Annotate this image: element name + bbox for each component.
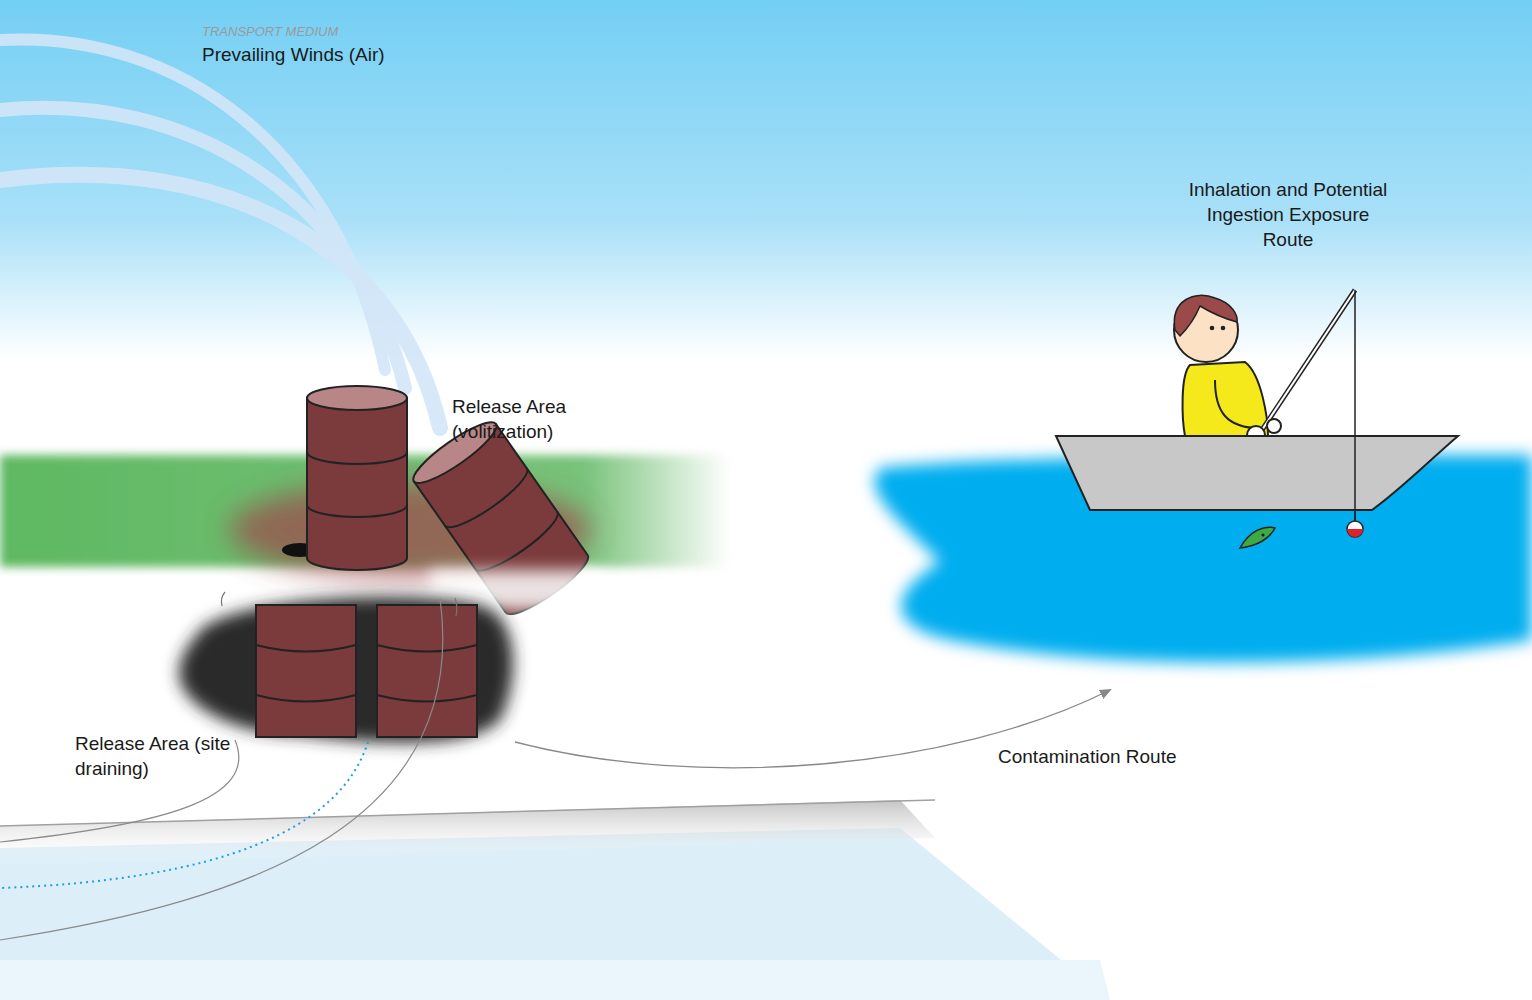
- fisher-body: [1183, 362, 1268, 436]
- wind-label: Prevailing Winds (Air): [202, 42, 502, 67]
- barrel-rib: [377, 645, 477, 652]
- barrel-body: [377, 605, 477, 737]
- barrel-top: [307, 386, 407, 410]
- barrel-rib: [475, 512, 564, 579]
- fishing-reel: [1267, 419, 1281, 433]
- bracket-mark: [455, 598, 457, 616]
- bracket-mark: [221, 592, 225, 606]
- wind-stream: [0, 175, 440, 428]
- barrel-rib: [256, 695, 356, 702]
- fisher: [1174, 290, 1355, 448]
- wind-streams: [0, 39, 440, 428]
- barrel-rib: [256, 645, 356, 652]
- wind-stream: [0, 39, 385, 370]
- drainage-path: [0, 598, 443, 940]
- barrel-rib: [445, 468, 534, 535]
- buried-barrels: [256, 605, 477, 737]
- barrel-rib: [377, 695, 477, 702]
- stratum-line: [0, 800, 935, 826]
- groundwater-path: [0, 742, 368, 888]
- fisher-eye: [1210, 326, 1215, 331]
- drainage-paths: [0, 598, 443, 940]
- fish: [1240, 527, 1275, 548]
- barrel: [307, 386, 407, 570]
- soil-stratum: [0, 800, 935, 866]
- release-area-label: Release Area (volitization): [452, 394, 592, 444]
- route-label: Contamination Route: [998, 744, 1258, 769]
- barrel-rib: [307, 505, 407, 517]
- fishing-rod: [1250, 290, 1355, 448]
- boat: [1056, 436, 1458, 510]
- exposure-route-label: Inhalation and Potential Ingestion Expos…: [1188, 177, 1388, 252]
- fish-eye: [1261, 533, 1264, 536]
- barrel-body: [256, 605, 356, 737]
- subsurface-plume: [179, 597, 513, 743]
- barrel-rib: [307, 452, 407, 464]
- bobber: [1347, 521, 1363, 537]
- transport-medium-heading: TRANSPORT MEDIUM: [202, 24, 502, 40]
- wind-stream: [0, 108, 405, 388]
- fisher-eye: [1221, 326, 1226, 331]
- groundwater-layer: [0, 960, 1110, 1000]
- fishing-line: [1354, 436, 1356, 520]
- fishing-line: [1354, 290, 1356, 522]
- fisher-hair: [1174, 295, 1237, 336]
- fisher-arm: [1215, 380, 1265, 428]
- release-area-label: Release Area (site draining): [75, 731, 235, 781]
- drainage-path: [0, 740, 239, 842]
- bobber: [1347, 529, 1363, 537]
- fishing-rod: [1250, 290, 1355, 448]
- barrel-body: [307, 398, 407, 570]
